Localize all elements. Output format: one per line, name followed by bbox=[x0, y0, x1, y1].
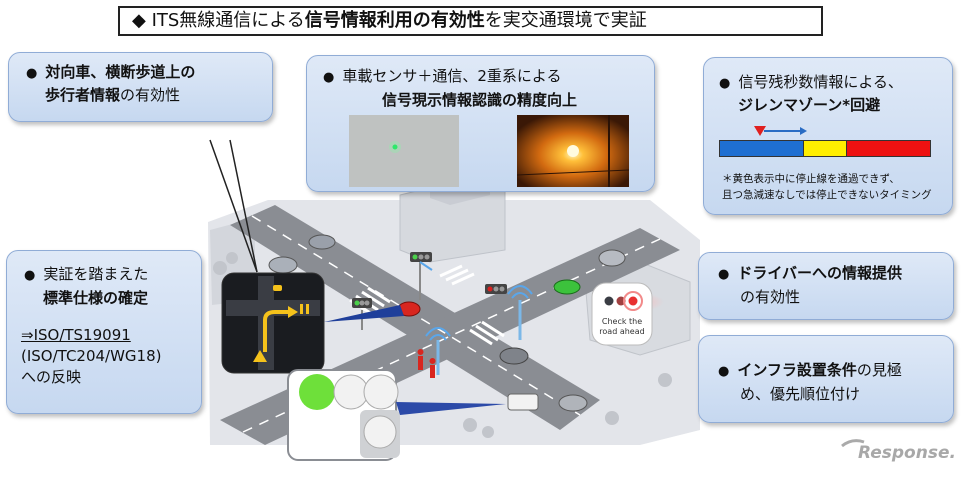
oncoming-line2: 歩行者情報の有効性 bbox=[45, 85, 180, 106]
page-title: ◆ ITS無線通信による信号情報利用の有効性を実交通環境で実証 bbox=[118, 6, 823, 36]
pedestrian-head bbox=[429, 358, 436, 364]
signal-bar-blue bbox=[719, 140, 804, 157]
truck bbox=[507, 393, 539, 411]
callout-line1: Check the bbox=[601, 317, 643, 326]
oncoming-line2-normal: の有効性 bbox=[120, 86, 181, 104]
sensor-line2: 信号現示情報認識の精度向上 bbox=[382, 90, 577, 111]
standard-line2-bold: 標準仕様の確定 bbox=[43, 289, 149, 307]
bullet-icon: ● bbox=[719, 76, 731, 91]
oncoming-line1: ● 対向車、横断歩道上の bbox=[26, 62, 195, 84]
box-oncoming-pedestrian bbox=[8, 52, 273, 122]
tree bbox=[605, 411, 619, 425]
dilemma-note2: 且つ急減速なしでは停止できないタイミング bbox=[722, 189, 932, 201]
pointer-arrow bbox=[396, 402, 506, 415]
sensor-line1: ● 車載センサ＋通信、2重系による bbox=[323, 66, 561, 88]
wireless-icon bbox=[511, 292, 529, 299]
oncoming-car-icon bbox=[273, 285, 282, 291]
driver-line2: の有効性 bbox=[740, 288, 801, 306]
callout-text: Check the road ahead bbox=[592, 317, 652, 337]
tree bbox=[463, 418, 477, 432]
pedestrian-icon bbox=[300, 304, 303, 314]
infra-line1-bold: インフラ設置条件 bbox=[737, 361, 857, 379]
dilemma-note1: ＊黄色表示中に停止線を通過できず、 bbox=[722, 173, 900, 185]
title-prefix: ◆ ITS無線通信による bbox=[132, 10, 305, 31]
bullet-icon: ● bbox=[718, 267, 730, 282]
sensor-line1-text: 車載センサ＋通信、2重系による bbox=[342, 67, 562, 85]
infra-line1-normal: の見極 bbox=[856, 361, 902, 379]
standard-line1: ● 実証を踏まえた bbox=[24, 264, 148, 286]
pedestrian bbox=[418, 356, 423, 370]
sunset-glare-photo bbox=[517, 115, 629, 187]
wireless-icon bbox=[429, 334, 447, 341]
standard-iso-ts: ⇒ISO/TS19091 bbox=[21, 326, 131, 344]
standard-iso-tc: (ISO/TC204/WG18) bbox=[21, 347, 162, 365]
pointer-line bbox=[209, 139, 258, 273]
bullet-icon: ● bbox=[323, 70, 335, 85]
turn-arrow-icon bbox=[263, 310, 290, 352]
driver-line1: ● ドライバーへの情報提供 bbox=[718, 263, 902, 285]
crosswalk bbox=[349, 264, 505, 346]
car bbox=[598, 249, 626, 267]
dilemma-line2: ジレンマゾーン*回避 bbox=[738, 95, 880, 116]
marker-triangle-icon bbox=[754, 126, 766, 136]
dilemma-line1: ● 信号残秒数情報による、 bbox=[719, 72, 903, 94]
warning-icon bbox=[253, 350, 267, 362]
tree bbox=[658, 373, 672, 387]
oncoming-line2-bold: 歩行者情報 bbox=[45, 86, 121, 104]
pedestrian-head bbox=[417, 349, 424, 355]
timing-marker bbox=[754, 126, 807, 136]
car bbox=[499, 347, 529, 365]
title-suffix: を実交通環境で実証 bbox=[484, 10, 647, 31]
box-infra-conditions bbox=[698, 335, 954, 423]
road-diagonal-1 bbox=[230, 205, 600, 430]
foggy-signal-photo bbox=[349, 115, 459, 187]
tree bbox=[482, 426, 494, 438]
response-logo-icon bbox=[841, 439, 865, 448]
standard-line1-text: 実証を踏まえた bbox=[43, 265, 149, 283]
dilemma-line1-text: 信号残秒数情報による、 bbox=[738, 73, 903, 91]
car bbox=[558, 394, 588, 412]
standard-line2: 標準仕様の確定 bbox=[43, 288, 148, 309]
box-driver-info bbox=[698, 252, 954, 320]
title-bold: 信号情報利用の有効性 bbox=[304, 10, 485, 31]
signal-bar-yellow bbox=[803, 140, 847, 157]
pedestrian bbox=[430, 365, 435, 378]
response-watermark: Response. bbox=[858, 443, 956, 463]
bullet-icon: ● bbox=[26, 66, 38, 81]
sensor-line2-bold: 信号現示情報認識の精度向上 bbox=[382, 91, 578, 109]
car bbox=[268, 256, 298, 274]
arrow-right-icon bbox=[800, 127, 807, 135]
box-dilemma-zone bbox=[703, 57, 953, 215]
tree bbox=[226, 252, 238, 264]
signal-bar-red bbox=[846, 140, 931, 157]
driver-line1-bold: ドライバーへの情報提供 bbox=[737, 264, 903, 282]
oncoming-bold: 対向車、横断歩道上の bbox=[45, 63, 196, 81]
pointer-arrow bbox=[324, 305, 404, 322]
car bbox=[308, 234, 336, 250]
lane-marking bbox=[251, 215, 581, 416]
connected-car bbox=[553, 279, 581, 295]
callout-line2: road ahead bbox=[599, 327, 645, 336]
standard-reflect: への反映 bbox=[21, 368, 82, 386]
green-light-icon bbox=[299, 374, 335, 410]
infra-line2: め、優先順位付け bbox=[740, 385, 861, 403]
tree bbox=[213, 261, 227, 275]
dilemma-line2-bold: ジレンマゾーン*回避 bbox=[738, 96, 881, 114]
bullet-icon: ● bbox=[24, 268, 36, 283]
signal-dot-icon bbox=[604, 296, 614, 306]
box-standard-spec bbox=[6, 250, 202, 414]
infra-line1: ● インフラ設置条件の見極 bbox=[718, 360, 902, 382]
bullet-icon: ● bbox=[718, 364, 730, 379]
